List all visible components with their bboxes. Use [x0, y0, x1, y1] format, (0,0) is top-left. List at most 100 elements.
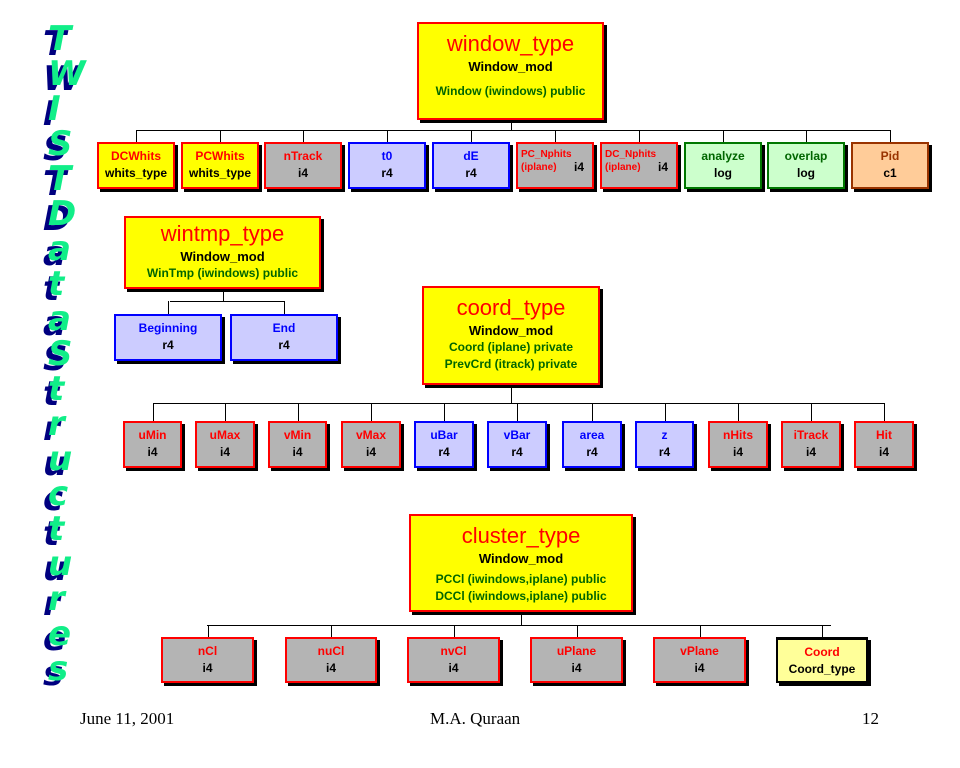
field-name: PCWhits [195, 149, 245, 163]
field-type: i4 [657, 160, 668, 174]
field-box-dcwhits: DCWhits whits_type [97, 142, 175, 189]
field-type: c1 [883, 166, 897, 180]
field-type: whits_type [188, 166, 251, 180]
type-title: cluster_type [461, 523, 581, 548]
field-type: i4 [573, 160, 584, 174]
connector-line [822, 625, 823, 637]
field-name: End [272, 321, 296, 335]
field-index: (iplane) [605, 162, 641, 173]
field-type: i4 [365, 445, 376, 459]
field-name: nvCl [440, 644, 467, 658]
footer-date: June 11, 2001 [80, 709, 175, 728]
connector-line [298, 403, 299, 421]
field-name: uMax [209, 428, 241, 442]
field-type: i4 [732, 445, 743, 459]
field-type: r4 [162, 338, 174, 352]
connector-line [806, 130, 807, 142]
field-name: vPlane [680, 644, 719, 658]
connector-line [665, 403, 666, 421]
connector-line [208, 625, 209, 637]
field-box-pcwhits: PCWhits whits_type [181, 142, 259, 189]
footer-page-number: 12 [862, 709, 879, 728]
field-name: Coord [804, 645, 840, 659]
module-name: Window_mod [468, 323, 554, 338]
connector-line [170, 301, 285, 302]
instance-declaration: PCCl (iwindows,iplane) public [435, 572, 607, 586]
field-name: DC_Nphits [605, 149, 657, 160]
connector-line [890, 130, 891, 142]
connector-line [136, 130, 137, 142]
instance-declaration: DCCl (iwindows,iplane) public [435, 589, 607, 603]
field-name: dE [463, 149, 479, 163]
field-type: i4 [571, 661, 582, 675]
connector-line [577, 625, 578, 637]
connector-line [444, 403, 445, 421]
instance-declaration: PrevCrd (itrack) private [444, 357, 578, 371]
connector-line [168, 301, 169, 314]
connector-line [331, 625, 332, 637]
connector-line [136, 130, 890, 131]
field-type: i4 [202, 661, 213, 675]
field-name: nTrack [283, 149, 323, 163]
instance-declaration: Coord (iplane) private [448, 340, 573, 354]
connector-line [153, 403, 884, 404]
field-type: log [797, 166, 815, 180]
connector-line [592, 403, 593, 421]
connector-line [471, 130, 472, 142]
field-type: i4 [297, 166, 308, 180]
connector-line [284, 301, 285, 314]
connector-line [738, 403, 739, 421]
connector-line [510, 120, 512, 130]
field-name: z [661, 428, 668, 442]
field-name: overlap [784, 149, 828, 163]
type-title: coord_type [456, 295, 566, 320]
connector-line [303, 130, 304, 142]
field-name: Hit [876, 428, 892, 442]
connector-line [153, 403, 154, 421]
connector-line [207, 625, 831, 626]
field-name: DCWhits [111, 149, 161, 163]
field-index: (iplane) [521, 162, 557, 173]
instance-declaration: WinTmp (iwindows) public [146, 266, 299, 280]
field-type: i4 [147, 445, 158, 459]
field-type: i4 [292, 445, 303, 459]
field-box-ubar: uBar r4 [414, 421, 474, 468]
connector-line [454, 625, 455, 637]
connector-line [700, 625, 701, 637]
type-title: wintmp_type [160, 221, 285, 246]
field-type: r4 [438, 445, 450, 459]
field-box-pc_nphits: PC_Nphits(iplane)i4 [516, 142, 594, 189]
connector-line [723, 130, 724, 142]
module-name: Window_mod [180, 249, 265, 264]
vertical-title: TWIST Data Structures [48, 19, 86, 689]
field-name: area [579, 428, 605, 442]
field-name: uBar [430, 428, 458, 442]
module-name: Window_mod [478, 551, 564, 566]
field-name: Beginning [138, 321, 198, 335]
field-type: whits_type [104, 166, 167, 180]
field-name: vMax [355, 428, 387, 442]
field-type: i4 [448, 661, 459, 675]
connector-line [511, 385, 512, 403]
instance-declaration: Window (iwindows) public [435, 84, 586, 98]
field-type: r4 [586, 445, 598, 459]
connector-line [811, 403, 812, 421]
connector-line [517, 403, 518, 421]
connector-line [220, 130, 221, 142]
